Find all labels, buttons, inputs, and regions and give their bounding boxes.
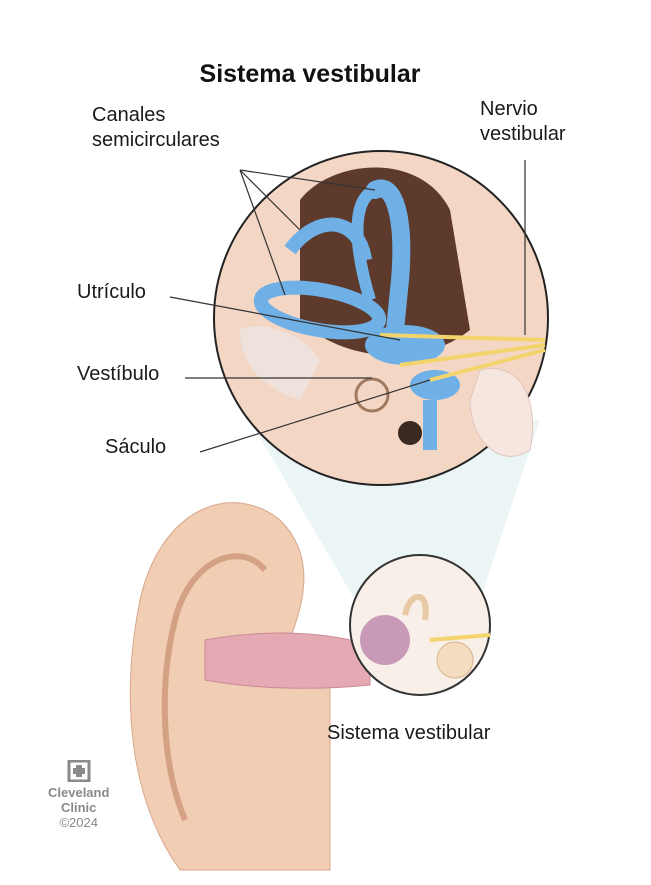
label-saccule: Sáculo bbox=[105, 436, 167, 458]
label-line: Nervio bbox=[480, 98, 538, 120]
logo-line: Cleveland bbox=[48, 785, 110, 800]
diagram-title: Sistema vestibular bbox=[199, 60, 421, 88]
magnified-circle bbox=[213, 150, 549, 486]
label-line: semicirculares bbox=[92, 129, 220, 151]
copyright: ©2024 bbox=[59, 815, 98, 830]
outer-ear-illustration bbox=[129, 502, 371, 871]
label-vestibular-nerve: Nervio vestibular bbox=[480, 97, 566, 147]
logo-line: Clinic bbox=[61, 800, 97, 815]
inset-circle bbox=[349, 554, 491, 696]
label-vestibule: Vestíbulo bbox=[77, 363, 160, 385]
label-inset: Sistema vestibular bbox=[327, 722, 491, 744]
leader-lines bbox=[169, 160, 526, 453]
label-line: vestibular bbox=[480, 123, 566, 145]
label-utricle: Utrículo bbox=[77, 281, 146, 303]
label-line: Canales bbox=[92, 104, 166, 126]
cleveland-clinic-logo: Cleveland Clinic ©2024 bbox=[48, 759, 110, 830]
label-semicircular-canals: Canales semicirculares bbox=[92, 103, 220, 153]
cleveland-clinic-cross-icon bbox=[67, 759, 91, 783]
